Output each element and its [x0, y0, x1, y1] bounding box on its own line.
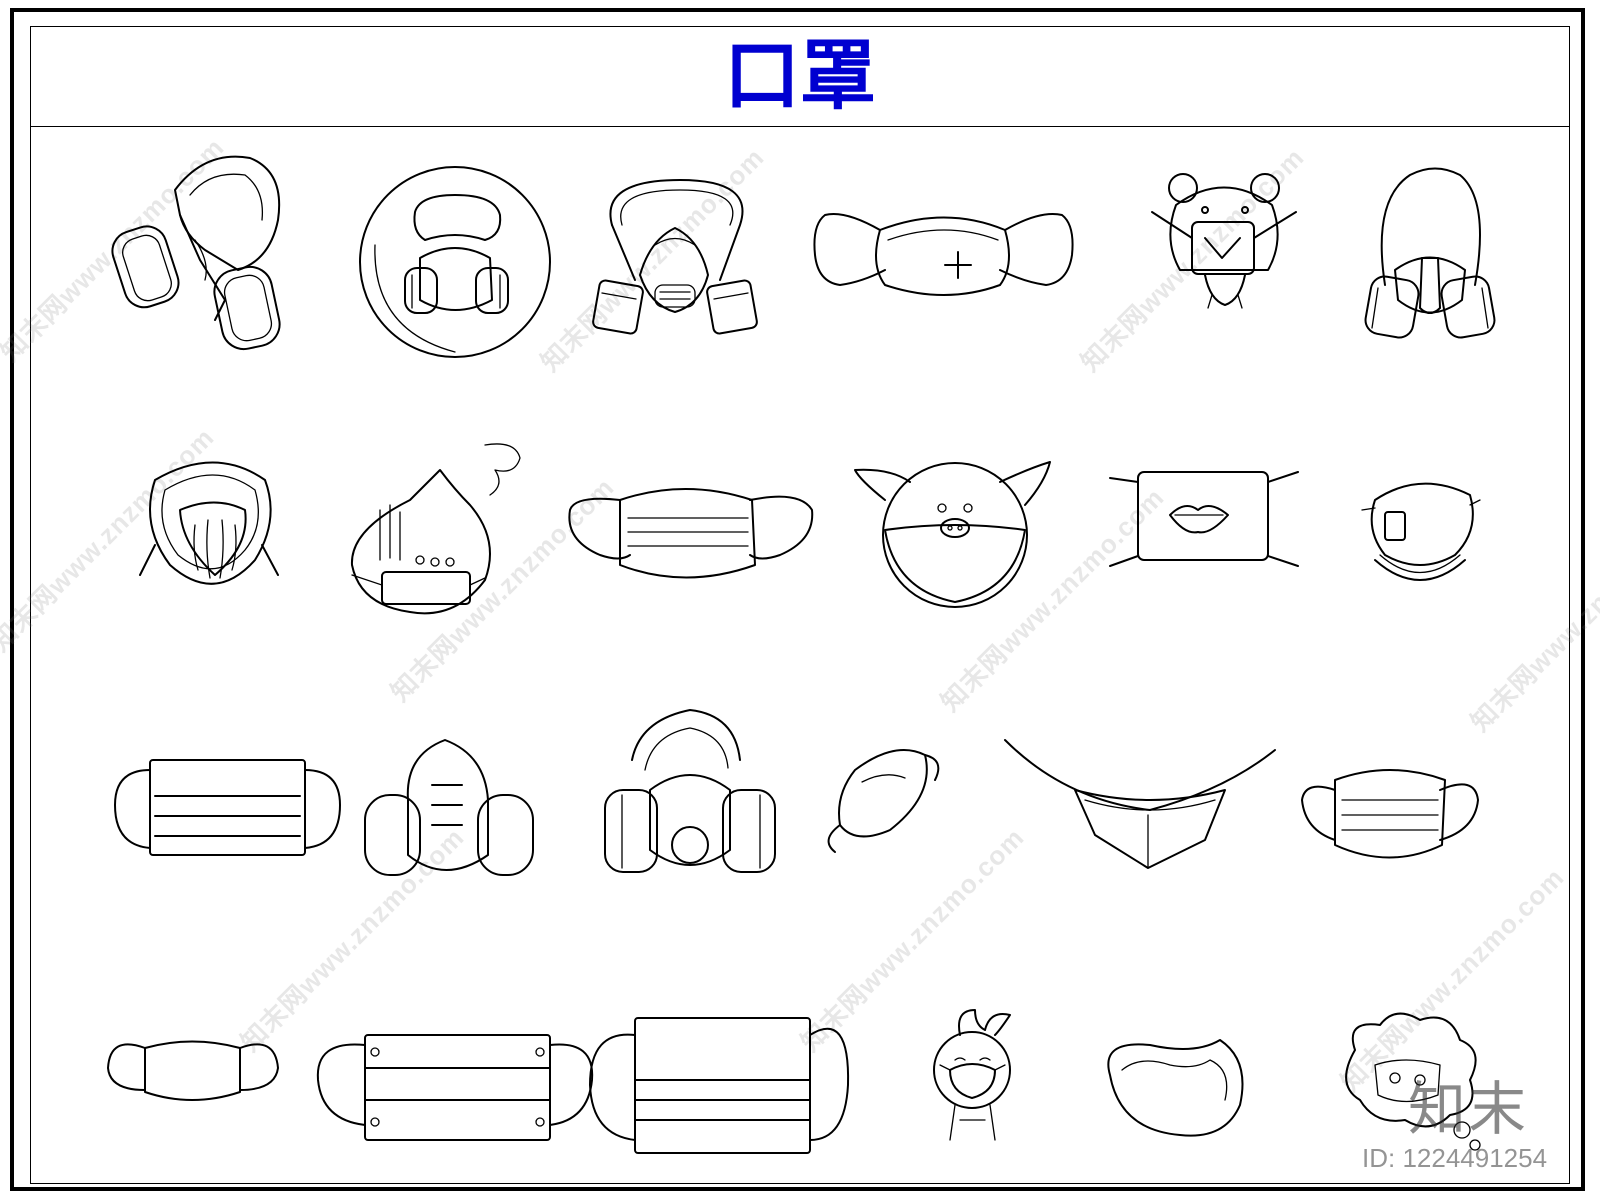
sponge-mask-icon	[1107, 1039, 1244, 1137]
round-respirator-icon	[359, 166, 551, 358]
folded-mask-icon	[827, 749, 940, 853]
inner-frame	[30, 26, 1570, 1184]
pleated-surgical-mask-icon	[568, 488, 814, 579]
pig-mask-icon	[854, 461, 1051, 608]
v-shaped-mask-icon	[1004, 739, 1276, 869]
flat-surgical-mask-icon	[114, 759, 341, 856]
brand-logo: 知末	[1408, 1075, 1529, 1143]
cotton-mask-icon	[107, 1040, 279, 1101]
filter-cartridge-mask-icon	[364, 739, 534, 876]
half-face-respirator-icon	[592, 179, 758, 335]
n95-mask-icon	[139, 461, 279, 585]
gas-mask-icon	[111, 155, 281, 351]
onion-mask-icon	[350, 443, 521, 615]
cloud-mask-icon	[1345, 1012, 1481, 1151]
lips-mask-icon	[1109, 471, 1299, 567]
three-layer-mask-icon	[316, 1034, 594, 1141]
full-face-gas-mask-icon	[1364, 167, 1496, 339]
valved-cup-mask-icon	[1361, 482, 1481, 581]
asset-id: ID: 1224491254	[1362, 1143, 1548, 1173]
bear-mask-icon	[1151, 173, 1297, 309]
medical-cross-mask-icon	[813, 213, 1074, 296]
outer-frame	[10, 8, 1585, 1191]
title-divider	[30, 126, 1570, 127]
sheet-title: 口罩	[724, 31, 876, 120]
cartoon-kid-mask-icon	[933, 1009, 1011, 1141]
large-surgical-mask-icon	[589, 1017, 850, 1154]
dual-filter-respirator-icon	[604, 709, 776, 873]
curved-surgical-mask-icon	[1301, 769, 1479, 859]
